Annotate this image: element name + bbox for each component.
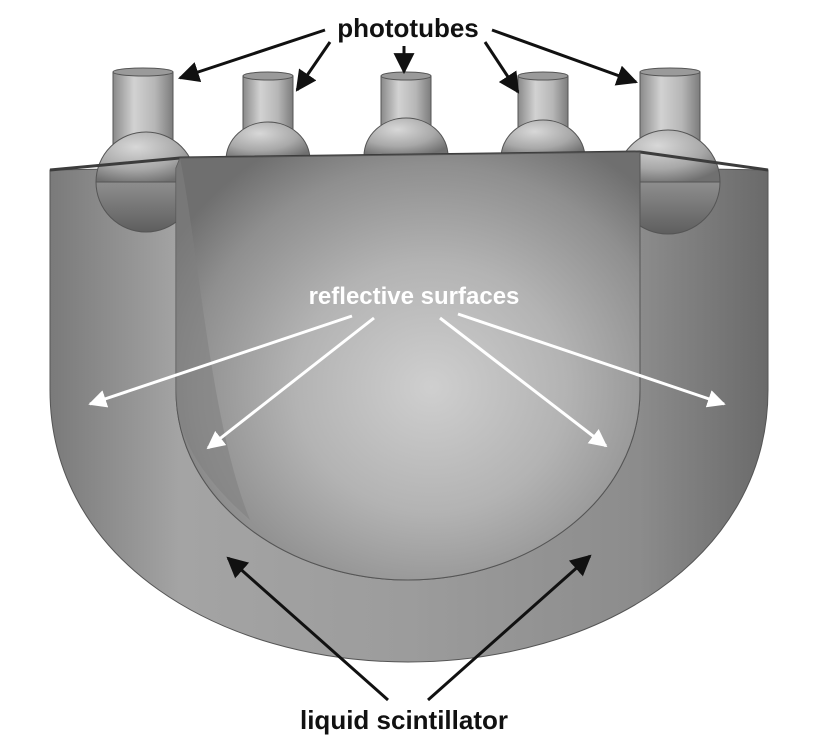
inner-bowl-left-wall [176, 158, 250, 520]
label-liquid-scintillator: liquid scintillator [300, 705, 508, 735]
inner-bowl [175, 151, 641, 581]
arrow-to-inner-right [439, 316, 608, 448]
label-phototubes: phototubes [337, 13, 479, 43]
arrow-to-scintillator-left [226, 556, 389, 702]
scintillator-arrows [226, 554, 592, 702]
arrow-to-scintillator-right [427, 554, 592, 702]
label-reflective-surfaces: reflective surfaces [309, 283, 520, 310]
phototube-4 [500, 71, 586, 159]
arrow-to-outer-right [457, 312, 726, 408]
arrow-to-phototube-1 [178, 28, 326, 83]
arrow-to-phototube-4 [483, 41, 520, 94]
phototube-3 [363, 71, 449, 157]
reflective-arrows [88, 312, 726, 450]
phototube-arrows [178, 28, 638, 94]
arrow-to-phototube-5 [491, 28, 638, 86]
arrow-to-outer-left [88, 314, 353, 408]
phototube-2 [225, 71, 311, 161]
phototube-1 [95, 67, 197, 233]
arrow-to-phototube-2 [295, 41, 332, 92]
arrow-to-inner-left [206, 316, 375, 450]
